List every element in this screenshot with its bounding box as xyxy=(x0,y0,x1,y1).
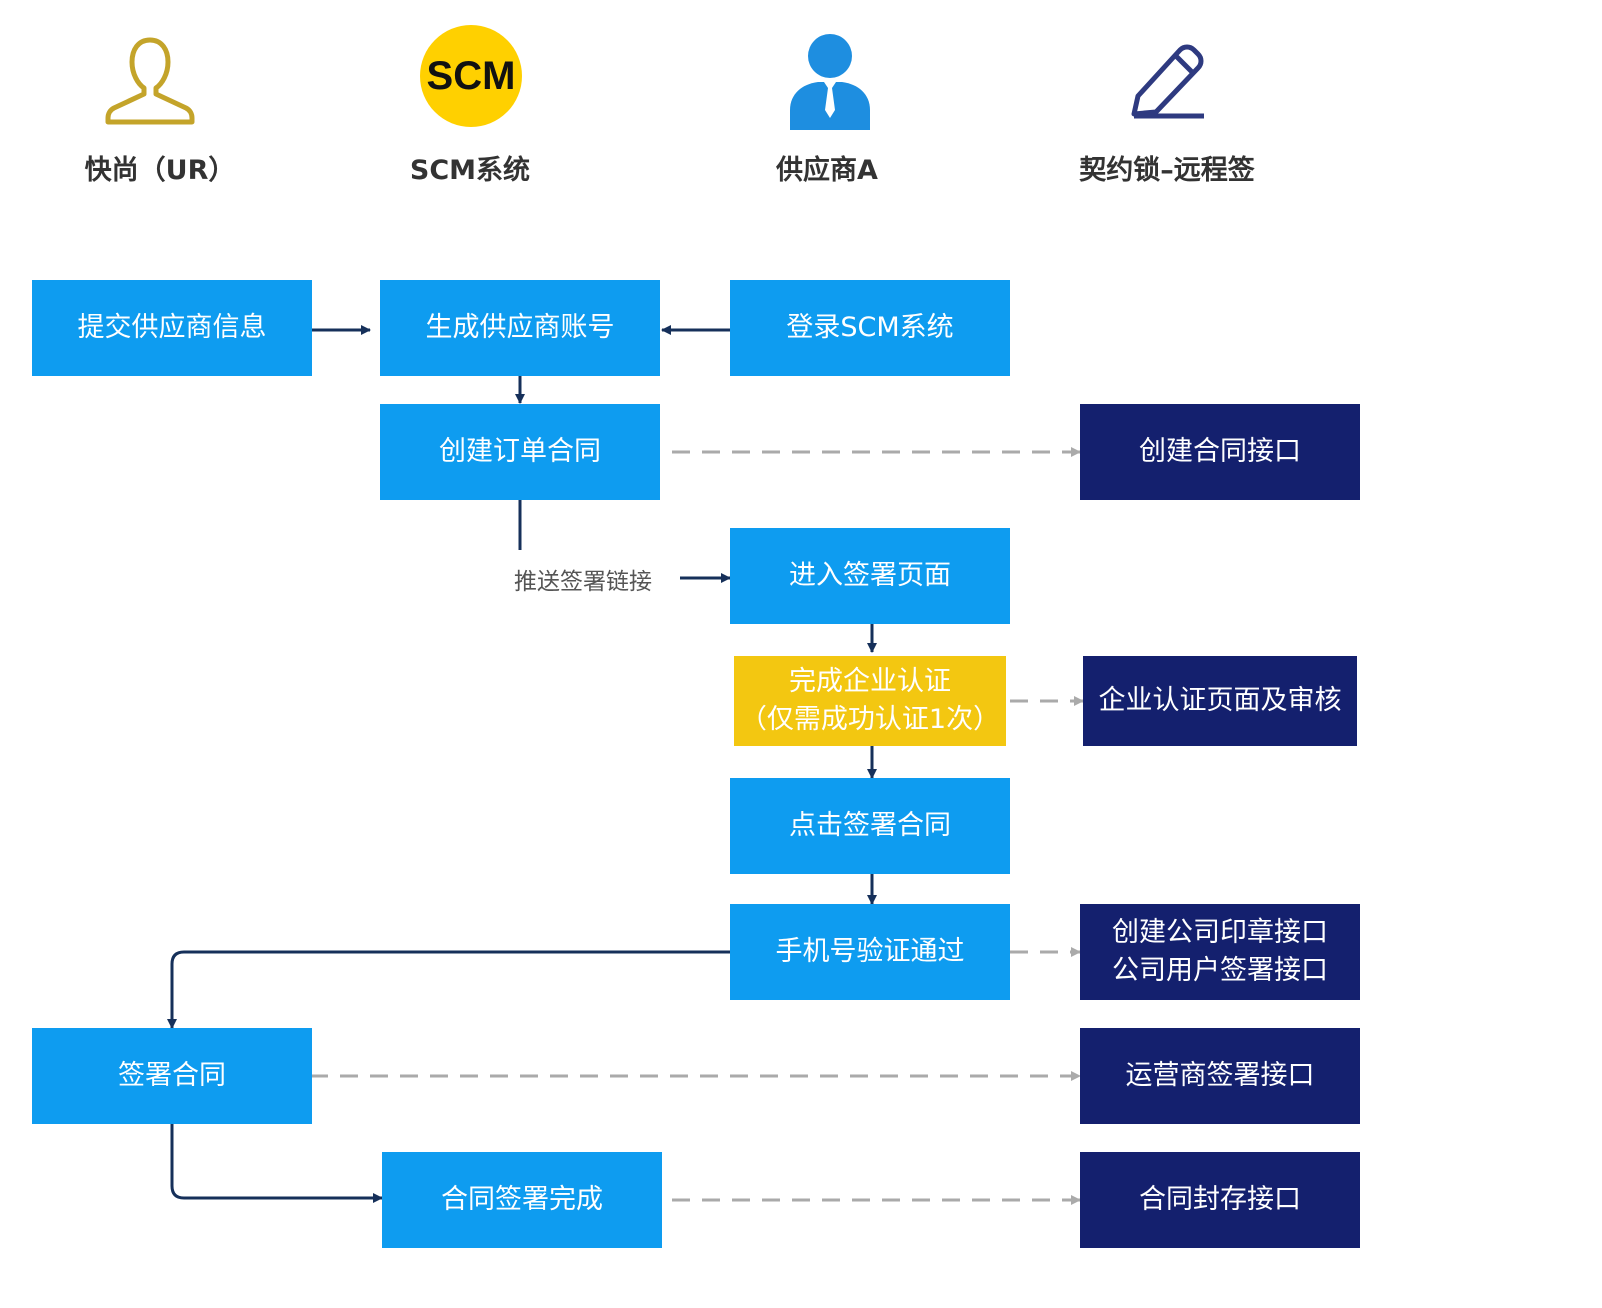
node-enterprise-auth-api: 企业认证页面及审核 xyxy=(1083,656,1357,746)
edge-label-push-sign-link: 推送签署链接 xyxy=(514,569,652,595)
lane-label-supplier: 供应商A xyxy=(776,155,878,186)
scm-logo-text: SCM xyxy=(426,53,516,98)
scm-logo-icon: SCM xyxy=(420,25,522,127)
node-generate-account: 生成供应商账号 xyxy=(380,280,660,376)
lane-label-ur: 快尚（UR） xyxy=(84,155,236,186)
node-archive-api: 合同封存接口 xyxy=(1080,1152,1360,1248)
node-phone-verify: 手机号验证通过 xyxy=(730,904,1010,1000)
lane-label-qiyuesuo: 契约锁–远程签 xyxy=(1079,155,1255,186)
node-sign-contract: 签署合同 xyxy=(32,1028,312,1124)
node-enter-sign-page: 进入签署页面 xyxy=(730,528,1010,624)
node-seal-api: 创建公司印章接口 公司用户签署接口 xyxy=(1080,904,1360,1000)
node-operator-sign-api: 运营商签署接口 xyxy=(1080,1028,1360,1124)
pencil-icon xyxy=(1131,44,1204,119)
node-create-contract-api: 创建合同接口 xyxy=(1080,404,1360,500)
node-create-order-contract: 创建订单合同 xyxy=(380,404,660,500)
node-enterprise-auth: 完成企业认证 （仅需成功认证1次） xyxy=(734,656,1006,746)
node-contract-done: 合同签署完成 xyxy=(382,1152,662,1248)
arrow-sign-to-done xyxy=(170,1122,383,1203)
node-click-sign: 点击签署合同 xyxy=(730,778,1010,874)
arrow-phone-to-sign xyxy=(167,950,730,1029)
lane-label-scm: SCM系统 xyxy=(409,155,531,186)
businessman-icon xyxy=(790,34,870,130)
user-outline-icon xyxy=(105,37,195,125)
node-submit-supplier-info: 提交供应商信息 xyxy=(32,280,312,376)
node-login-scm: 登录SCM系统 xyxy=(730,280,1010,376)
